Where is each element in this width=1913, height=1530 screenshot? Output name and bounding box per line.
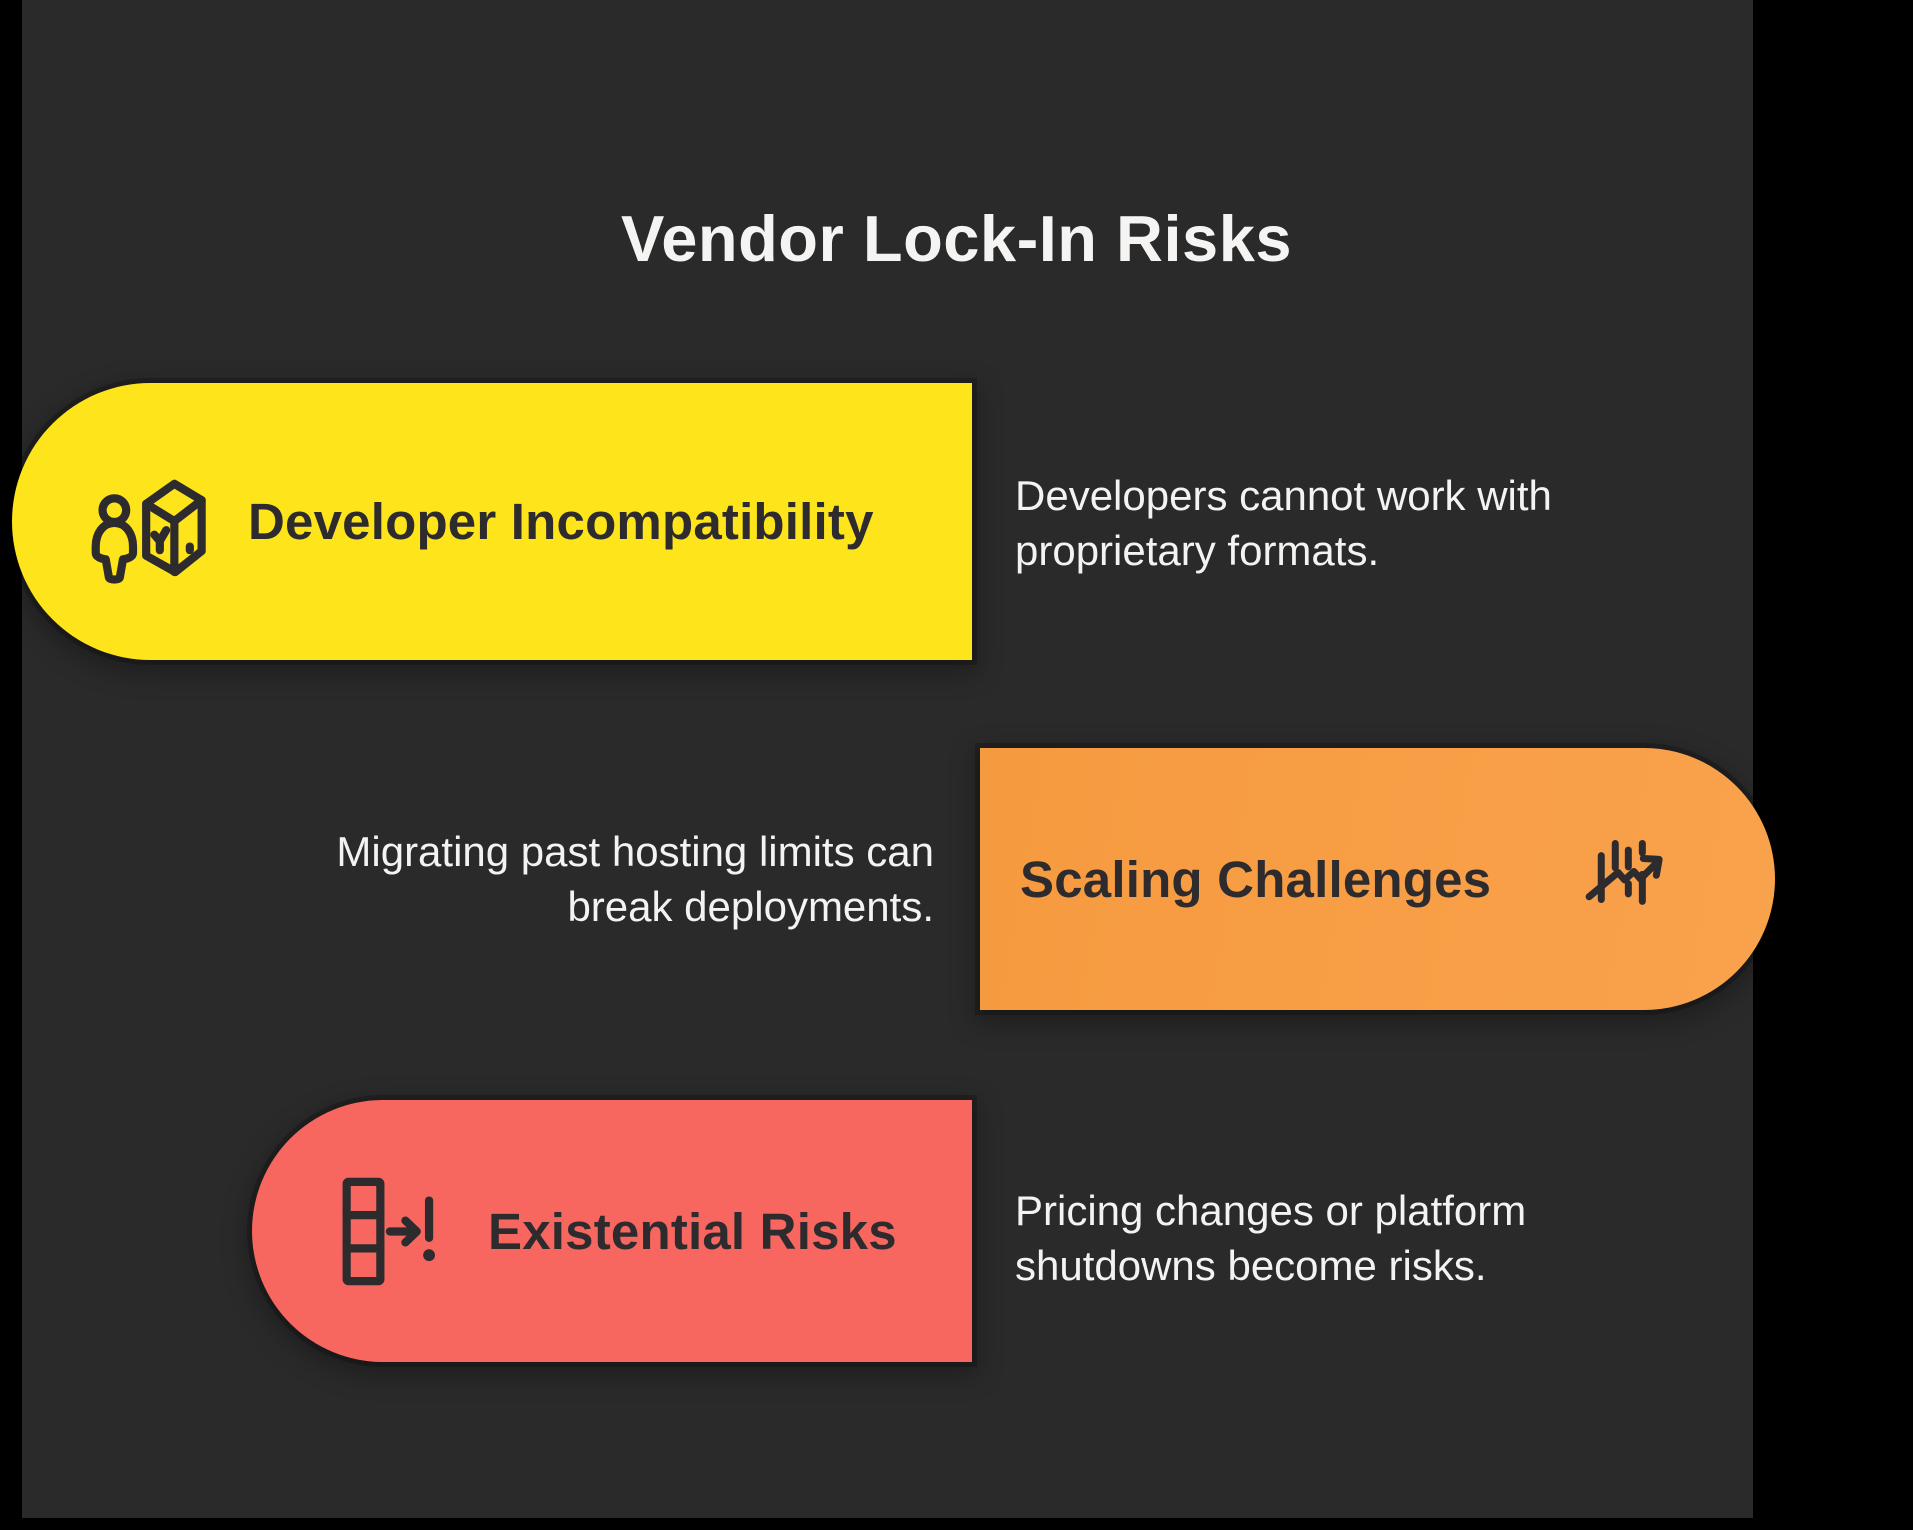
growth-chart-icon	[1585, 840, 1663, 905]
card-description: Developers cannot work with proprietary …	[1015, 472, 1552, 575]
page-title: Vendor Lock-In Risks	[620, 201, 1292, 275]
card-description: Migrating past hosting limits can break …	[336, 828, 934, 931]
card-label: Existential Risks	[488, 1202, 897, 1260]
card-label: Scaling Challenges	[1020, 850, 1492, 908]
card-description: Pricing changes or platform shutdowns be…	[1015, 1187, 1527, 1290]
card-scaling-challenges: Scaling Challenges	[980, 748, 1775, 1010]
bottom-black-bar	[0, 1518, 1913, 1530]
card-existential-risks: Existential Risks	[252, 1100, 972, 1362]
column-migration-alert-icon	[342, 1177, 435, 1285]
left-black-bar	[0, 0, 22, 1530]
developer-package-icon	[91, 479, 206, 584]
card-developer-incompatibility: Developer Incompatibility	[12, 383, 972, 660]
card-label: Developer Incompatibility	[248, 493, 874, 550]
right-black-bar	[1753, 0, 1913, 1530]
